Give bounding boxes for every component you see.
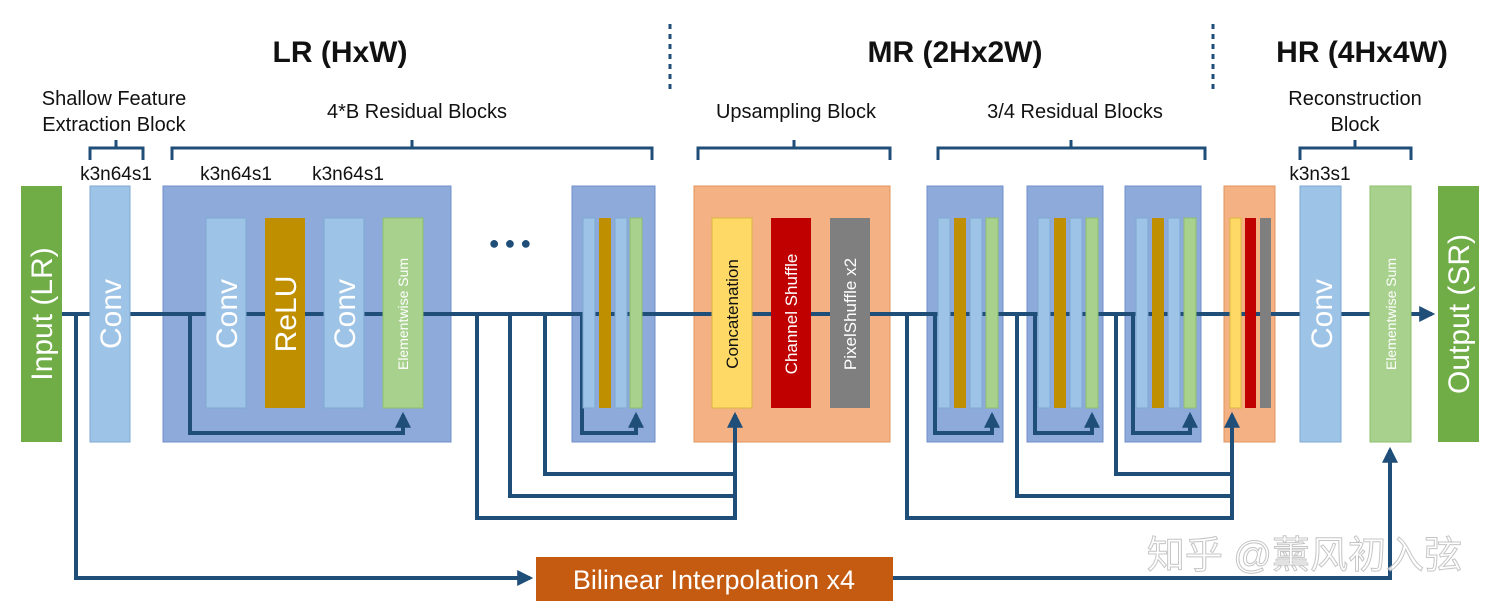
stripe-mr2-conv2 [1069, 217, 1083, 409]
param-res-conv1: k3n64s1 [200, 164, 272, 185]
input-block [21, 186, 62, 442]
residual-skip-mr-3 [1131, 314, 1198, 435]
stripe-mr2-relu [1054, 218, 1066, 408]
global-skip-to-sum [893, 446, 1398, 580]
brace-residual-lr [170, 140, 654, 160]
param-recon-conv: k3n3s1 [1289, 164, 1350, 185]
residual-skip-last-lr [580, 314, 644, 435]
stripe-lr-sum [629, 217, 643, 409]
stripe-mr1-relu [954, 218, 966, 408]
stripe-mr1-conv1 [937, 217, 951, 409]
brace-residual-mr [936, 140, 1207, 160]
stripe-mr1-conv2 [969, 217, 983, 409]
channel-shuffle-block [771, 218, 811, 408]
pixel-shuffle-label: PixelShuffle x2 [841, 258, 860, 370]
stripe-mr3-sum [1183, 217, 1197, 409]
res-conv2-label: Conv [329, 279, 362, 349]
output-block [1438, 186, 1479, 442]
bilinear-label: Bilinear Interpolation x4 [573, 565, 855, 595]
res-conv1-label: Conv [211, 279, 244, 349]
label-upsampling: Upsampling Block [716, 101, 877, 123]
concatenation-block [711, 217, 753, 409]
brace-recon [1298, 140, 1413, 160]
label-shallow-line2: Extraction Block [42, 114, 186, 136]
stripe-lr-conv2 [614, 217, 628, 409]
brace-upsampling [696, 140, 892, 160]
recon-conv-block [1299, 185, 1342, 443]
stripe-lr-relu [599, 218, 611, 408]
stripe-mr1-sum [985, 217, 999, 409]
stripe-mr2-sum [1085, 217, 1099, 409]
label-recon-line1: Reconstruction [1288, 88, 1421, 110]
dense-link-4 [905, 314, 1240, 520]
brace-shallow [88, 140, 145, 160]
dense-link-5 [1015, 314, 1232, 498]
stripe-mr3-conv1 [1135, 217, 1149, 409]
recon-sum-label: Elementwise Sum [1383, 258, 1399, 370]
dense-link-3 [543, 314, 735, 476]
param-shallow-conv: k3n64s1 [80, 164, 152, 185]
param-res-conv2: k3n64s1 [312, 164, 384, 185]
stripe-mr2-conv1 [1037, 217, 1051, 409]
watermark: 知乎 @薰风初入弦 [1147, 535, 1462, 577]
concatenation-label: Concatenation [723, 259, 742, 369]
relu-block [265, 218, 305, 408]
stripes-mr-2 [1037, 217, 1099, 409]
input-label: Input (LR) [26, 247, 59, 380]
residual-skip-mr-2 [1033, 314, 1100, 435]
stripe-up-concat [1229, 217, 1242, 409]
stripe-up-pixel [1260, 218, 1271, 408]
dense-link-6 [1114, 314, 1232, 476]
residual-skip-main [188, 314, 411, 435]
section-title-mr: MR (2Hx2W) [867, 36, 1042, 69]
dense-link-2 [508, 314, 735, 498]
shallow-conv-label: Conv [95, 279, 128, 349]
res-conv1-block [205, 217, 247, 409]
label-residual-mr: 3/4 Residual Blocks [987, 101, 1163, 123]
stripe-mr3-relu [1152, 218, 1164, 408]
stripe-mr3-conv2 [1167, 217, 1181, 409]
elementwise-sum-label: Elementwise Sum [395, 258, 411, 370]
pixel-shuffle-block [830, 218, 870, 408]
label-recon-line2: Block [1331, 114, 1381, 136]
output-label: Output (SR) [1443, 234, 1476, 394]
channel-shuffle-label: Channel Shuffle [782, 254, 801, 375]
elementwise-sum-block [382, 217, 424, 409]
ellipsis: ● ● ● [489, 233, 532, 253]
stripes-mr-3 [1135, 217, 1197, 409]
relu-label: ReLU [270, 276, 303, 353]
res-conv2-block [323, 217, 365, 409]
stripe-up-shuffle [1245, 218, 1256, 408]
shallow-conv-block [89, 185, 131, 443]
global-skip-line [74, 314, 534, 586]
label-residual-lr: 4*B Residual Blocks [327, 101, 507, 123]
recon-conv-label: Conv [1306, 279, 1339, 349]
section-title-hr: HR (4Hx4W) [1276, 36, 1448, 69]
recon-sum-block [1369, 185, 1412, 443]
section-title-lr: LR (HxW) [273, 36, 408, 69]
dense-link-1 [475, 314, 743, 520]
stripes-mr-1 [937, 217, 999, 409]
label-shallow-line1: Shallow Feature [42, 88, 187, 110]
residual-skip-mr-1 [933, 314, 1000, 435]
bilinear-block [536, 557, 893, 601]
stripe-lr-conv1 [582, 217, 596, 409]
